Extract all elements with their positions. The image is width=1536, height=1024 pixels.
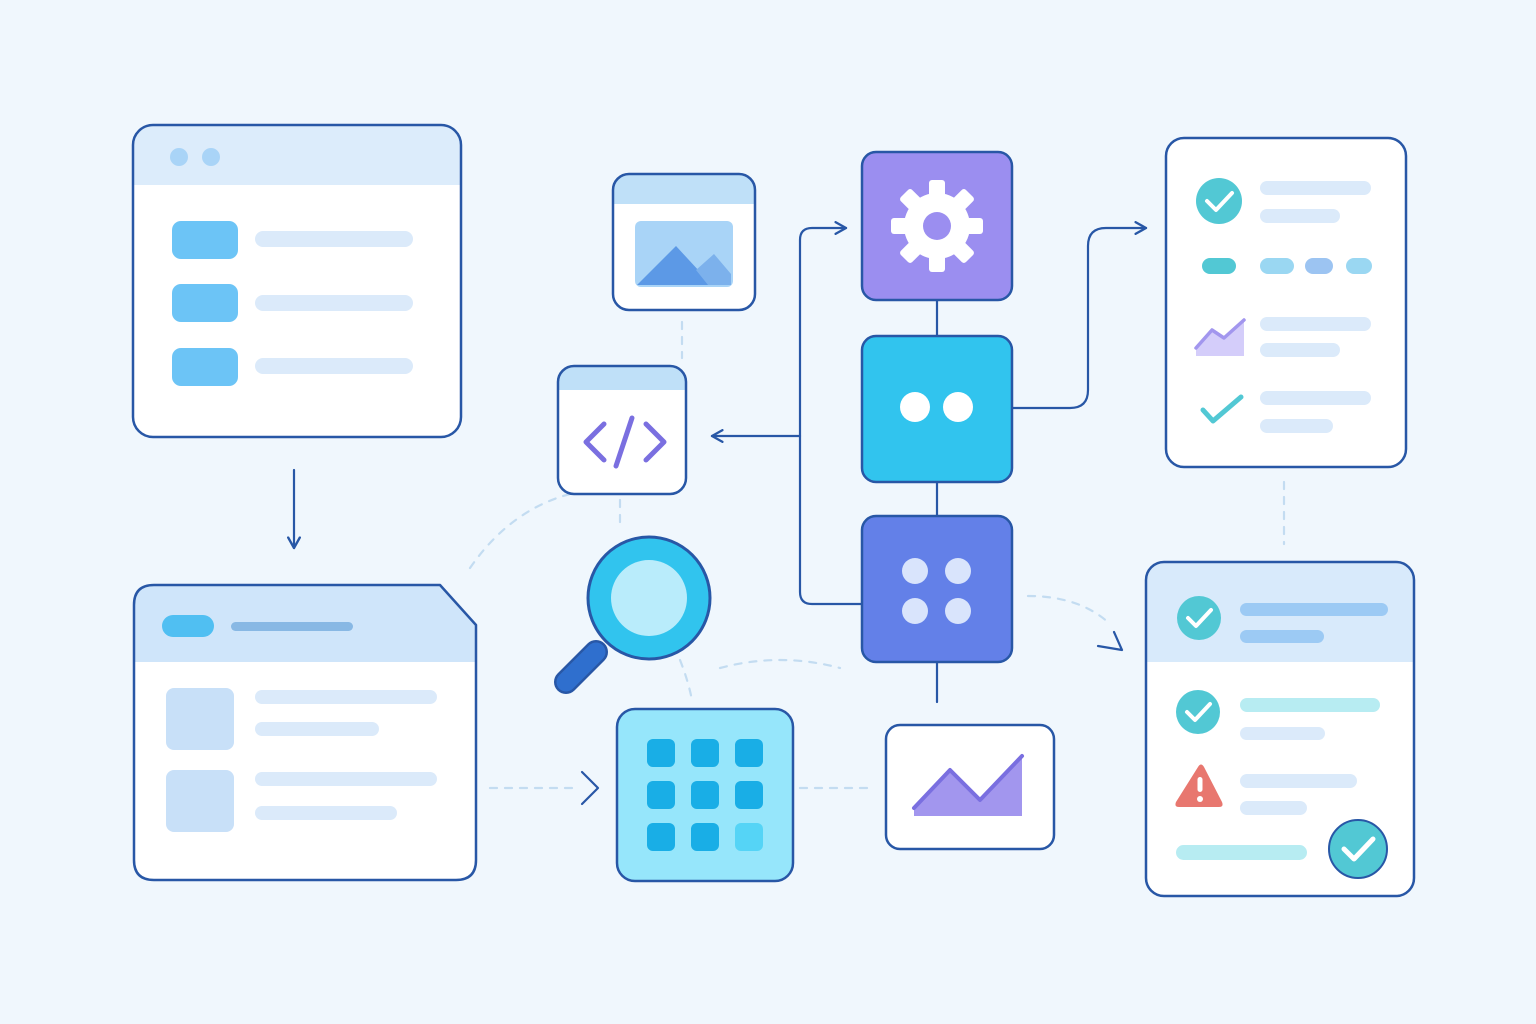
card-frame bbox=[884, 723, 1056, 851]
browser-window-cards bbox=[132, 583, 478, 882]
warning-icon bbox=[1175, 764, 1223, 807]
dashed-curve-left bbox=[468, 492, 572, 570]
grid-icon bbox=[647, 739, 763, 851]
status-line bbox=[1176, 845, 1307, 860]
code-icon bbox=[583, 415, 667, 469]
card-frame bbox=[611, 172, 757, 312]
list-item-block bbox=[172, 284, 238, 322]
header-line bbox=[231, 622, 353, 631]
image-icon bbox=[635, 221, 733, 287]
card-line bbox=[255, 722, 379, 736]
status-line bbox=[1240, 801, 1307, 815]
connectors bbox=[287, 221, 1148, 704]
progress-dash bbox=[1305, 258, 1333, 274]
arrow-to-gear bbox=[798, 221, 848, 438]
status-line bbox=[1240, 727, 1325, 740]
status-line bbox=[1240, 603, 1388, 616]
list-item-line bbox=[255, 231, 413, 247]
progress-dash bbox=[1346, 258, 1372, 274]
card-thumbnail bbox=[166, 688, 234, 750]
check-circle-icon bbox=[1328, 819, 1388, 879]
checklist-line bbox=[1260, 317, 1371, 331]
status-card bbox=[1144, 560, 1416, 898]
gear-icon bbox=[891, 180, 983, 272]
list-item-block bbox=[172, 348, 238, 386]
checklist-card bbox=[1164, 136, 1408, 469]
arrowhead-to-grid bbox=[580, 770, 600, 806]
area-chart-icon bbox=[912, 754, 1024, 816]
check-circle-icon bbox=[1177, 596, 1221, 640]
checklist-line bbox=[1260, 181, 1371, 195]
dashed-apps-to-status bbox=[1026, 594, 1112, 626]
browser-window-list bbox=[131, 123, 463, 439]
apps-tile bbox=[860, 514, 1014, 664]
apps-icon bbox=[902, 558, 971, 624]
window-dot bbox=[170, 148, 188, 166]
code-card bbox=[556, 364, 688, 496]
image-card bbox=[611, 172, 757, 312]
progress-dash bbox=[1260, 258, 1294, 274]
card-line bbox=[255, 772, 437, 786]
tile-frame bbox=[860, 334, 1014, 484]
dashed-connectors bbox=[468, 320, 1286, 790]
arrow-to-checklist bbox=[1010, 221, 1148, 410]
grid-card bbox=[615, 707, 795, 883]
window-frame bbox=[131, 123, 463, 439]
dashed-search-to-grid bbox=[678, 658, 694, 702]
status-line bbox=[1240, 698, 1380, 712]
window-dot bbox=[202, 148, 220, 166]
window-titlebar bbox=[134, 126, 460, 185]
status-line bbox=[1240, 630, 1324, 643]
check-circle-icon bbox=[1196, 178, 1242, 224]
window-frame bbox=[132, 583, 478, 882]
line-chart-icon bbox=[1194, 318, 1246, 356]
checkmark-icon bbox=[1200, 394, 1244, 424]
list-item-line bbox=[255, 358, 413, 374]
chat-tile bbox=[860, 334, 1014, 484]
tile-frame bbox=[860, 514, 1014, 664]
card-frame bbox=[1144, 560, 1416, 898]
progress-dash bbox=[1202, 258, 1236, 274]
checklist-line bbox=[1260, 209, 1340, 223]
settings-tile bbox=[860, 150, 1014, 302]
arrowhead-to-status bbox=[1096, 630, 1124, 652]
check-circle-icon bbox=[1176, 690, 1220, 734]
checklist-line bbox=[1260, 419, 1333, 433]
card-titlebar bbox=[559, 367, 685, 390]
checklist-line bbox=[1260, 343, 1340, 357]
card-titlebar bbox=[614, 175, 754, 204]
status-line bbox=[1240, 774, 1357, 788]
checklist-line bbox=[1260, 391, 1371, 405]
header-pill bbox=[162, 615, 214, 637]
list-item-block bbox=[172, 221, 238, 259]
chart-card bbox=[884, 723, 1056, 851]
link-to-apps bbox=[798, 434, 863, 606]
search-icon bbox=[554, 535, 712, 694]
dashed-curve-center bbox=[718, 658, 842, 670]
card-line bbox=[255, 690, 437, 704]
card-body bbox=[558, 366, 686, 494]
card-thumbnail bbox=[166, 770, 234, 832]
list-item-line bbox=[255, 295, 413, 311]
card-line bbox=[255, 806, 397, 820]
card-frame bbox=[556, 364, 688, 496]
chat-icon bbox=[900, 392, 973, 422]
